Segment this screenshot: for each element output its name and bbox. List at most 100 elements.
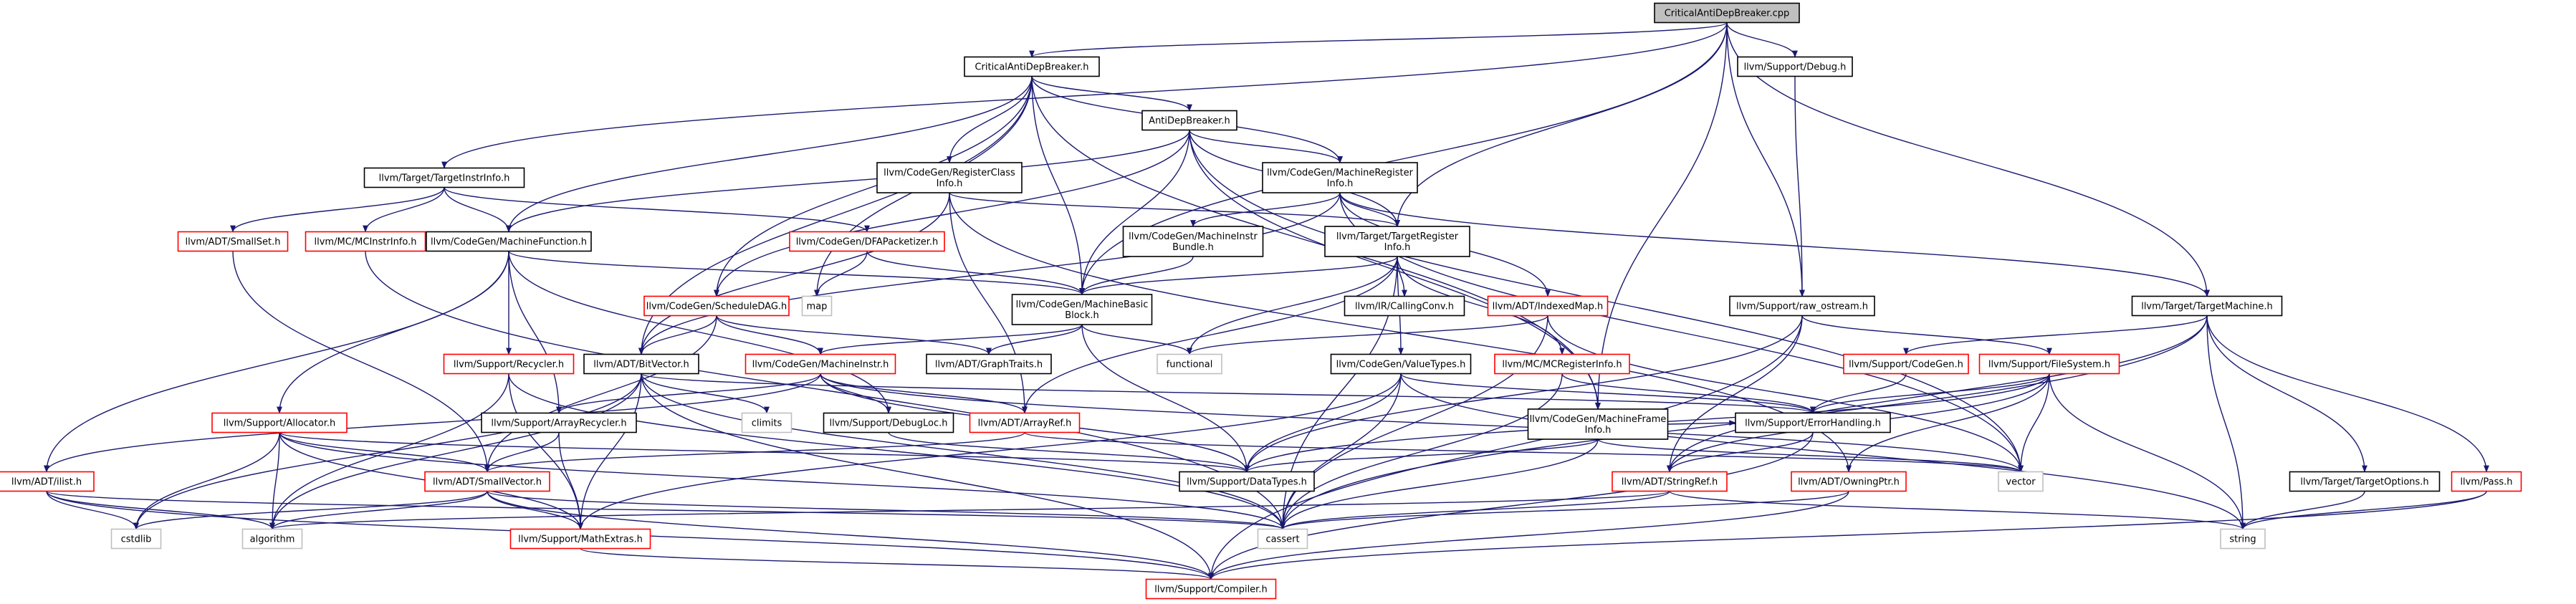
- edge-mri-h-to-bitvector-h: [638, 192, 1341, 355]
- edge: [814, 251, 868, 297]
- edge-fs-h-to-vector: [2018, 373, 2050, 473]
- node-gt-h[interactable]: llvm/ADT/GraphTraits.h: [926, 353, 1052, 375]
- node-cadb-h[interactable]: CriticalAntiDepBreaker.h: [964, 56, 1100, 77]
- node-string[interactable]: string: [2220, 528, 2266, 550]
- edge: [441, 22, 1728, 169]
- node-recycler-h[interactable]: llvm/Support/Recycler.h: [443, 353, 575, 375]
- node-smallvec-h[interactable]: llvm/ADT/SmallVector.h: [424, 471, 550, 492]
- node-box: [110, 528, 162, 550]
- node-vt-h[interactable]: llvm/CodeGen/ValueTypes.h: [1330, 353, 1472, 375]
- edge-sdag-h-to-gt-h: [716, 315, 992, 355]
- node-label: Info.h: [1384, 242, 1411, 253]
- edge-cadb-h-to-adb-h: [1031, 76, 1192, 112]
- node-cstdlib[interactable]: cstdlib: [110, 528, 162, 550]
- edge: [44, 251, 509, 473]
- node-box: [801, 295, 833, 317]
- node-eh-h[interactable]: llvm/Support/ErrorHandling.h: [1735, 412, 1891, 433]
- edge: [484, 315, 717, 473]
- node-tii-h[interactable]: llvm/Target/TargetInstrInfo.h: [363, 167, 525, 188]
- node-debug-h[interactable]: llvm/Support/Debug.h: [1737, 56, 1853, 77]
- node-adb-h[interactable]: AntiDepBreaker.h: [1141, 110, 1237, 131]
- edge: [508, 373, 1285, 530]
- edge: [1595, 22, 1728, 410]
- node-algorithm[interactable]: algorithm: [241, 528, 303, 550]
- edge-mcri-h-to-cassert: [1280, 373, 1563, 530]
- node-label: string: [2229, 535, 2256, 545]
- node-label: climits: [752, 418, 782, 429]
- node-label: vector: [2006, 477, 2036, 488]
- node-owningptr-h[interactable]: llvm/ADT/OwningPtr.h: [1791, 471, 1907, 492]
- node-label: llvm/ADT/SmallSet.h: [185, 237, 280, 248]
- node-rawos-h[interactable]: llvm/Support/raw_ostream.h: [1729, 295, 1875, 317]
- edge-mf-h-to-ilist-h: [44, 251, 509, 473]
- node-fs-h[interactable]: llvm/Support/FileSystem.h: [1978, 353, 2120, 375]
- node-to-h[interactable]: llvm/Target/TargetOptions.h: [2289, 471, 2441, 492]
- node-cg-h[interactable]: llvm/Support/CodeGen.h: [1843, 353, 1969, 375]
- node-cc-h[interactable]: llvm/IR/CallingConv.h: [1344, 295, 1465, 317]
- edge: [2206, 315, 2489, 473]
- node-label: llvm/Support/DataTypes.h: [1187, 477, 1307, 488]
- edge: [508, 251, 891, 414]
- node-mi-h[interactable]: llvm/CodeGen/MachineInstr.h: [744, 353, 896, 375]
- node-ar-h[interactable]: llvm/Support/ArrayRecycler.h: [481, 412, 637, 433]
- node-alloc-h[interactable]: llvm/Support/Allocator.h: [211, 412, 348, 433]
- edge: [1031, 76, 1192, 112]
- node-mcii-h[interactable]: llvm/MC/MCInstrInfo.h: [305, 231, 426, 252]
- edge: [578, 373, 642, 530]
- node-box: [1122, 226, 1264, 257]
- node-map[interactable]: map: [801, 295, 833, 317]
- edge-mfi-h-to-vector: [1597, 438, 2024, 473]
- node-vector[interactable]: vector: [1998, 471, 2044, 492]
- edge: [1208, 491, 2487, 580]
- node-ilist-h[interactable]: llvm/ADT/ilist.h: [0, 471, 95, 492]
- node-arrayref-h[interactable]: llvm/ADT/ArrayRef.h: [969, 412, 1081, 433]
- edge: [1667, 315, 2208, 473]
- node-root[interactable]: CriticalAntiDepBreaker.cpp: [1654, 2, 1800, 24]
- node-bitvector-h[interactable]: llvm/ADT/BitVector.h: [583, 353, 699, 375]
- node-dt-h[interactable]: llvm/Support/DataTypes.h: [1179, 471, 1315, 492]
- node-box: [1735, 412, 1891, 433]
- node-functional[interactable]: functional: [1157, 353, 1222, 375]
- edge: [232, 251, 490, 473]
- node-compiler-h[interactable]: llvm/Support/Compiler.h: [1145, 578, 1277, 600]
- edge: [1022, 256, 1398, 414]
- edge: [279, 432, 1285, 530]
- node-pass-h[interactable]: llvm/Pass.h: [2451, 471, 2522, 492]
- edge-sdag-h-to-smallvec-h: [484, 315, 717, 473]
- edge-cadb-h-to-rci-h: [947, 76, 1033, 163]
- edge-to-h-to-string: [2240, 491, 2365, 530]
- edge: [2240, 491, 2487, 530]
- node-mathextras-h[interactable]: llvm/Support/MathExtras.h: [509, 528, 651, 550]
- node-mf-h[interactable]: llvm/CodeGen/MachineFunction.h: [426, 231, 592, 252]
- node-tm-h[interactable]: llvm/Target/TargetMachine.h: [2131, 295, 2283, 317]
- node-cassert[interactable]: cassert: [1257, 528, 1308, 550]
- edge-bitvector-h-to-eh-h: [641, 373, 1816, 414]
- edge-alloc-h-to-cassert: [279, 432, 1285, 530]
- edge-mi-h-to-ar-h: [556, 373, 821, 414]
- node-dl-h[interactable]: llvm/Support/DebugLoc.h: [823, 412, 954, 433]
- edge-smallset-h-to-smallvec-h: [232, 251, 490, 473]
- edge-dfa-h-to-mbb-h: [866, 251, 1085, 295]
- node-stringref-h[interactable]: llvm/ADT/StringRef.h: [1612, 471, 1728, 492]
- node-mcri-h[interactable]: llvm/MC/MCRegisterInfo.h: [1494, 353, 1630, 375]
- edge-smallvec-h-to-cstdlib: [133, 490, 488, 530]
- node-smallset-h[interactable]: llvm/ADT/SmallSet.h: [177, 231, 289, 252]
- node-label: llvm/CodeGen/ScheduleDAG.h: [646, 302, 787, 312]
- node-box: [1330, 353, 1472, 375]
- edge: [487, 491, 583, 530]
- node-im-h[interactable]: llvm/ADT/IndexedMap.h: [1487, 295, 1609, 317]
- edge-smallvec-h-to-mathextras-h: [487, 491, 583, 530]
- edge: [641, 373, 1816, 414]
- node-climits[interactable]: climits: [741, 412, 793, 433]
- node-sdag-h[interactable]: llvm/CodeGen/ScheduleDAG.h: [643, 295, 790, 317]
- edge-vt-h-to-string: [1400, 373, 2246, 530]
- edge-stringref-h-to-string: [1669, 490, 2246, 530]
- edge-mri-h-to-tm-h: [1339, 192, 2210, 297]
- node-dfa-h[interactable]: llvm/CodeGen/DFAPacketizer.h: [789, 231, 945, 252]
